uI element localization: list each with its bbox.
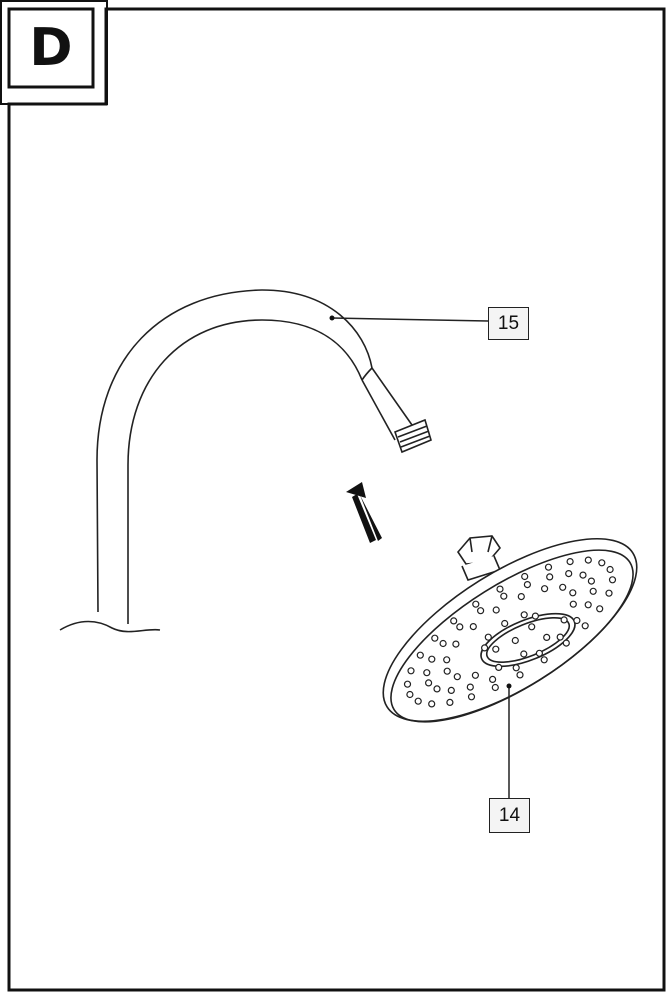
nozzle bbox=[589, 587, 597, 595]
nozzle bbox=[598, 559, 606, 567]
nozzle bbox=[446, 698, 454, 707]
nozzle bbox=[512, 664, 520, 672]
nozzle bbox=[407, 667, 415, 675]
nozzle bbox=[573, 616, 581, 625]
nozzle bbox=[566, 557, 574, 566]
nozzle bbox=[605, 589, 613, 597]
nozzle bbox=[428, 655, 436, 663]
nozzle bbox=[569, 600, 577, 608]
nozzle bbox=[450, 617, 458, 625]
step-tab-outer bbox=[0, 0, 108, 105]
nozzle bbox=[406, 690, 414, 699]
nozzle bbox=[495, 663, 503, 672]
nozzle bbox=[443, 656, 451, 664]
nozzle bbox=[523, 580, 532, 589]
nozzle bbox=[511, 636, 519, 645]
nozzle bbox=[477, 607, 485, 615]
nozzle bbox=[403, 680, 412, 688]
nozzle bbox=[584, 601, 592, 609]
nozzle bbox=[466, 683, 474, 691]
nozzle bbox=[453, 673, 461, 681]
nozzle bbox=[456, 623, 464, 631]
nozzle bbox=[520, 611, 528, 619]
nozzle bbox=[581, 622, 589, 630]
leader-line-15 bbox=[331, 317, 489, 322]
callout-label-15: 15 bbox=[488, 307, 529, 340]
nozzle bbox=[496, 585, 504, 593]
nozzle bbox=[416, 651, 424, 659]
nozzle bbox=[544, 563, 553, 571]
nozzle bbox=[452, 640, 460, 648]
nozzle bbox=[428, 700, 436, 708]
nozzle bbox=[587, 577, 596, 585]
nozzle bbox=[569, 589, 577, 597]
nozzle bbox=[425, 679, 433, 687]
nozzle bbox=[608, 576, 617, 584]
nozzle bbox=[560, 616, 568, 624]
step-frame bbox=[7, 7, 666, 992]
nozzle bbox=[501, 619, 509, 628]
nozzle bbox=[433, 685, 441, 693]
nozzle bbox=[528, 623, 536, 631]
nozzle-pattern bbox=[403, 556, 617, 708]
nozzle bbox=[500, 592, 508, 600]
nozzle bbox=[565, 569, 573, 578]
nozzle bbox=[543, 633, 551, 642]
callout-label-14: 14 bbox=[489, 798, 530, 833]
nozzle bbox=[517, 592, 525, 601]
nozzle bbox=[556, 633, 564, 641]
nozzle bbox=[491, 683, 499, 692]
nozzle bbox=[472, 600, 480, 608]
nozzle bbox=[540, 656, 548, 664]
step-letter: D bbox=[29, 18, 73, 78]
nozzle bbox=[562, 639, 570, 647]
nozzle bbox=[606, 565, 614, 574]
nozzle bbox=[579, 571, 587, 579]
step-tab-inner bbox=[7, 7, 95, 89]
nozzle bbox=[531, 612, 540, 620]
leader-dot-14 bbox=[506, 683, 512, 689]
step-tab: D bbox=[0, 0, 106, 104]
nozzle bbox=[492, 645, 500, 653]
nozzle bbox=[481, 644, 489, 652]
shower-head bbox=[382, 535, 638, 723]
nozzle bbox=[431, 634, 439, 642]
nozzle bbox=[596, 605, 604, 613]
assembly-arrow bbox=[346, 482, 382, 543]
nozzle bbox=[584, 556, 592, 564]
nozzle bbox=[516, 671, 524, 679]
nozzle bbox=[467, 693, 476, 701]
nozzle bbox=[559, 583, 567, 591]
nozzle bbox=[484, 633, 492, 641]
nozzle bbox=[521, 572, 529, 581]
nozzle bbox=[492, 606, 500, 614]
nozzle bbox=[469, 622, 477, 631]
nozzle bbox=[540, 585, 549, 593]
nozzle bbox=[520, 650, 528, 658]
nozzle bbox=[423, 669, 431, 677]
nozzle bbox=[471, 671, 479, 679]
nozzle bbox=[439, 639, 447, 648]
leader-dot-15 bbox=[329, 315, 335, 321]
nozzle bbox=[489, 675, 497, 684]
nozzle bbox=[546, 573, 554, 581]
spout bbox=[59, 289, 432, 633]
nozzle bbox=[443, 667, 451, 675]
nozzle bbox=[414, 697, 422, 705]
nozzle bbox=[447, 686, 455, 695]
nozzle bbox=[535, 649, 544, 657]
